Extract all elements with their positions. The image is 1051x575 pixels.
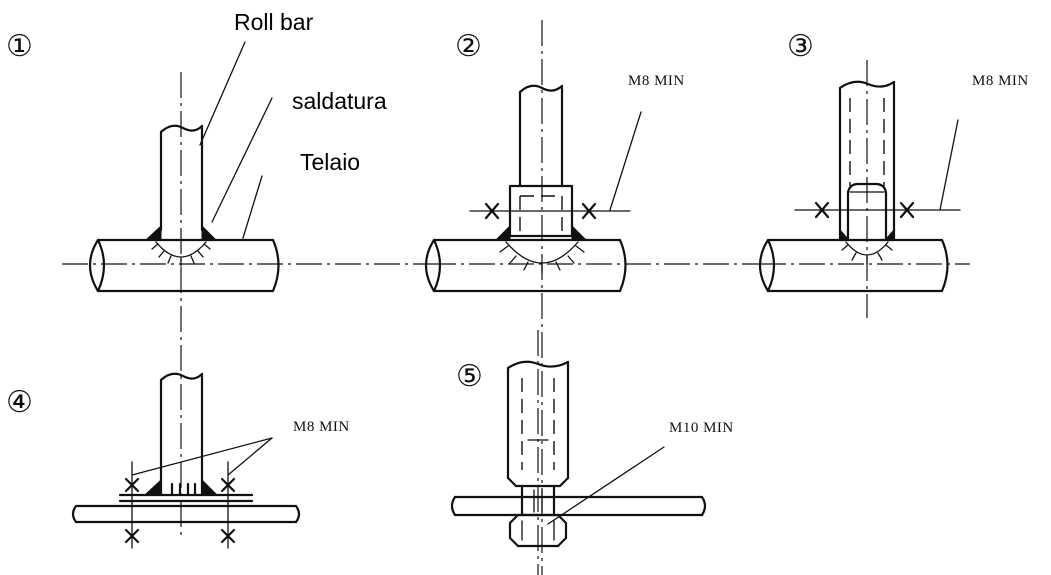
figure-2-frame-tube — [424, 238, 760, 293]
figure-2-sleeve-bolted: ② — [424, 20, 760, 575]
figure-4-m8-min-label: M8 MIN — [293, 419, 350, 435]
figure-1-welded: ① Roll bar — [6, 9, 430, 538]
saldatura-label: saldatura — [292, 88, 387, 114]
figure-5-m10-min-label: M10 MIN — [669, 420, 734, 436]
figure-4-m8-leader-left — [131, 437, 273, 476]
telaio-label: Telaio — [300, 149, 360, 175]
figure-3-m8-min-label: M8 MIN — [972, 73, 1029, 89]
figure-4-base-plate: ④ — [6, 372, 350, 549]
figure-3-bolt — [794, 201, 961, 219]
figure-3-roll-bar-tube — [838, 60, 896, 318]
figure-4-plate-and-frame — [71, 493, 301, 524]
figure-1-roll-bar-tube — [159, 72, 204, 538]
figure-1-frame-tube — [62, 238, 430, 293]
figure-3-weld — [839, 228, 895, 265]
figure-3-inner-insert — [846, 182, 888, 242]
telaio-leader — [242, 175, 263, 239]
figure-number-2: ② — [455, 29, 482, 64]
figure-3-m8-leader — [939, 119, 959, 211]
figure-3-frame-tube — [758, 238, 970, 293]
figure-5-nut — [508, 513, 568, 548]
figure-3-internal-sleeve: ③ — [758, 29, 1029, 318]
figure-number-5: ⑤ — [456, 359, 483, 394]
saldatura-leader — [211, 97, 273, 223]
figure-4-bolts — [124, 461, 236, 549]
figure-5-m10-leader — [547, 446, 665, 525]
figure-4-roll-bar-tube — [159, 372, 204, 496]
figure-2-weld — [494, 224, 588, 274]
figure-2-roll-bar-tube — [518, 20, 564, 575]
figure-4-m8-leader-right — [227, 437, 273, 476]
roll-bar-label: Roll bar — [234, 9, 314, 35]
figure-2-m8-leader — [609, 111, 642, 211]
figure-1-weld — [144, 224, 218, 267]
figure-5-frame — [450, 495, 707, 517]
figure-number-1: ① — [6, 29, 33, 64]
figure-5-bolt-shank — [520, 484, 556, 516]
figure-2-bolt — [469, 202, 631, 220]
roll-bar-leader — [199, 41, 246, 146]
figure-number-4: ④ — [6, 385, 33, 420]
figure-number-3: ③ — [787, 29, 814, 64]
figure-5-threaded-bolt: ⑤ M10 — [450, 330, 734, 575]
figure-2-m8-min-label: M8 MIN — [628, 73, 685, 89]
